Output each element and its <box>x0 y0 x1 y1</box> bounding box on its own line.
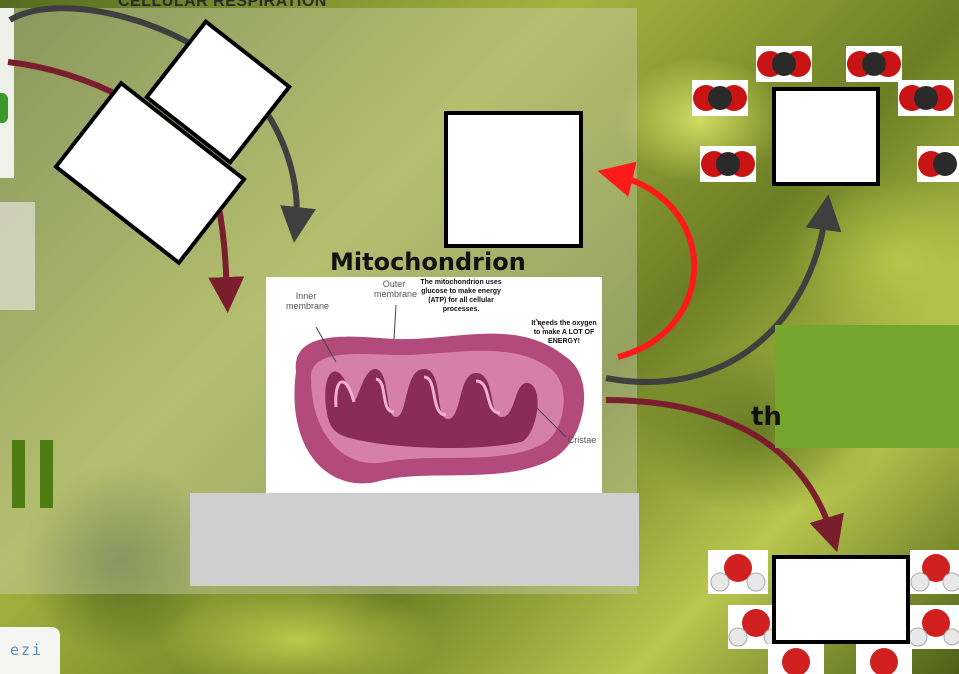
h2o-molecule-icon <box>856 644 912 674</box>
answer-box-h2o[interactable] <box>772 555 910 644</box>
partial-text: th <box>751 402 782 432</box>
co2-molecule-icon <box>898 80 954 116</box>
co2-molecule-icon <box>700 146 756 182</box>
arrow-red-up <box>615 175 694 357</box>
label-inner-membrane: Inner membrane <box>286 291 326 311</box>
mitochondrion-diagram: Inner membrane Outer membrane The mitoch… <box>266 277 602 493</box>
pause-icon-bar <box>40 440 53 508</box>
green-panel[interactable] <box>775 325 959 448</box>
prezi-badge-text: ezi <box>10 641 43 659</box>
h2o-molecule-icon <box>768 644 824 674</box>
h2o-molecule-icon <box>908 605 959 649</box>
h2o-molecule-icon <box>910 550 959 594</box>
pause-icon[interactable] <box>12 440 25 508</box>
co2-molecule-icon <box>917 146 959 182</box>
answer-box-top-center[interactable] <box>444 111 583 248</box>
note-glucose: The mitochondrion uses glucose to make e… <box>416 278 506 314</box>
diagram-title: Mitochondrion <box>330 248 526 276</box>
note-oxygen: It needs the oxygen to make A LOT OF ENE… <box>528 319 600 346</box>
prezi-badge[interactable]: ezi <box>0 627 60 674</box>
co2-molecule-icon <box>692 80 748 116</box>
co2-molecule-icon <box>846 46 902 82</box>
label-cristae: Cristae <box>564 435 600 445</box>
label-outer-membrane: Outer membrane <box>374 279 414 299</box>
h2o-molecule-icon <box>708 550 768 594</box>
co2-molecule-icon <box>756 46 812 82</box>
answer-box-co2[interactable] <box>772 87 880 186</box>
caption-panel[interactable] <box>190 493 639 586</box>
